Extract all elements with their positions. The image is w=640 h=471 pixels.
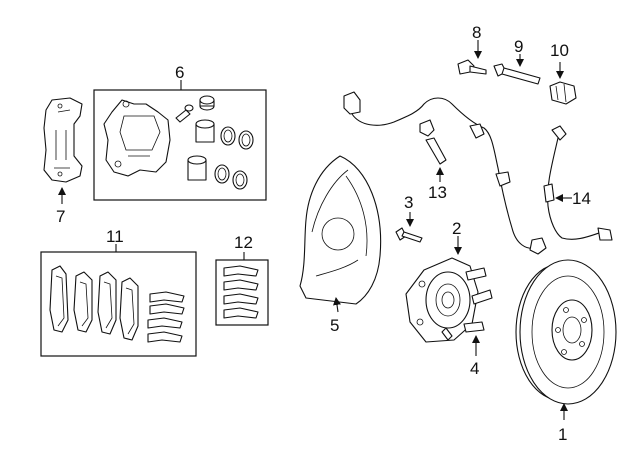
caliper-housing — [103, 99, 171, 177]
brake-pad-2 — [73, 271, 93, 333]
brake-rotor-part-1 — [515, 259, 617, 405]
callout-7: 7 — [56, 207, 65, 226]
bleeder-screw — [175, 104, 194, 123]
callout-12: 12 — [234, 233, 253, 252]
callout-9: 9 — [514, 37, 523, 56]
splash-shield-part-5 — [299, 155, 382, 305]
callout-11: 11 — [106, 227, 124, 246]
callout-14: 14 — [572, 189, 591, 208]
caliper-piston-1 — [195, 119, 215, 143]
brake-pad-1 — [49, 265, 69, 333]
brake-pad-3 — [97, 271, 117, 335]
bolt-part-3 — [395, 227, 423, 243]
guide-pin-part-9 — [493, 63, 541, 85]
hardware-clips-12 — [223, 265, 259, 319]
callout-10: 10 — [550, 41, 569, 60]
pad-clips-11 — [147, 291, 185, 343]
callout-8: 8 — [472, 23, 481, 42]
hub-assembly-part-2 — [405, 257, 479, 343]
wheel-studs-part-4 — [441, 267, 493, 341]
caliper-bracket-part-7 — [43, 97, 83, 183]
piston-seals — [214, 126, 254, 190]
callout-5: 5 — [330, 316, 339, 335]
caliper-kit-box — [93, 89, 267, 201]
brake-pad-4 — [119, 277, 139, 341]
boot-part-10 — [549, 81, 577, 105]
caliper-piston-2 — [187, 155, 207, 181]
callout-2: 2 — [452, 219, 461, 238]
bolt-part-8 — [457, 59, 487, 75]
bleeder-cap — [199, 95, 215, 111]
callout-3: 3 — [404, 193, 413, 212]
leader-line-5 — [333, 297, 341, 313]
callout-13: 13 — [428, 183, 447, 202]
abs-sensor-harness-part-13 — [343, 91, 547, 255]
callout-4: 4 — [470, 359, 479, 378]
brake-hose-part-14 — [543, 125, 613, 241]
callout-1: 1 — [558, 425, 567, 444]
callout-6: 6 — [175, 63, 184, 82]
hardware-box — [215, 259, 269, 326]
brake-pads-box — [40, 251, 197, 357]
